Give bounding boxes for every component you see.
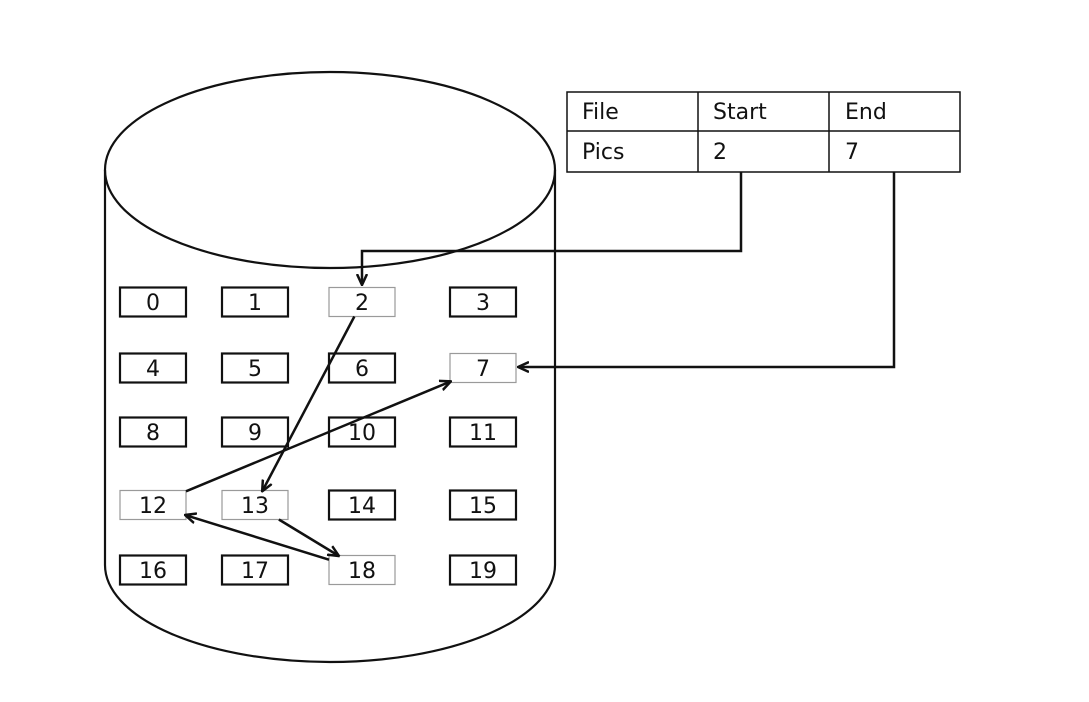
- disk-block-3: 3: [448, 286, 518, 318]
- disk-block-label: 12: [139, 494, 167, 519]
- disk-block-4: 4: [118, 352, 188, 384]
- disk-block-box: [448, 489, 518, 521]
- table-pointers: [362, 172, 896, 367]
- disk-block-label: 9: [248, 421, 262, 446]
- block-chain-arrows: [185, 315, 450, 561]
- disk-block-box: [448, 416, 518, 448]
- table-cell-file: Pics: [582, 140, 624, 165]
- disk-block-18: 18: [328, 554, 396, 586]
- disk-block-box: [220, 352, 290, 384]
- disk-block-box: [118, 286, 188, 318]
- disk-block-1: 1: [220, 286, 290, 318]
- end-pointer-arrow: [519, 172, 896, 367]
- chain-arrow-12-to-7: [185, 382, 450, 493]
- disk-block-14: 14: [327, 489, 397, 521]
- disk-block-label: 8: [146, 421, 160, 446]
- disk-block-label: 0: [146, 291, 160, 316]
- disk-block-2: 2: [328, 286, 396, 318]
- chain-arrow-2-to-13: [263, 315, 356, 491]
- table-header-file: File: [582, 100, 619, 125]
- disk-block-box: [448, 286, 518, 318]
- disk-block-11: 11: [448, 416, 518, 448]
- disk-block-label: 13: [241, 494, 269, 519]
- disk-cylinder: [103, 70, 557, 664]
- disk-block-box: [118, 352, 188, 384]
- directory-table: File Start End Pics 2 7: [566, 91, 961, 173]
- table-header-start: Start: [713, 100, 767, 125]
- disk-block-label: 7: [476, 357, 490, 382]
- disk-block-box: [328, 286, 396, 318]
- disk-block-10: 10: [327, 416, 397, 448]
- disk-block-label: 19: [469, 559, 497, 584]
- disk-block-box: [327, 489, 397, 521]
- disk-block-15: 15: [448, 489, 518, 521]
- disk-block-box: [449, 352, 517, 384]
- table-cell-start: 2: [713, 140, 727, 165]
- disk-block-0: 0: [118, 286, 188, 318]
- disk-block-label: 18: [348, 559, 376, 584]
- disk-block-box: [448, 554, 518, 586]
- disk-block-box: [220, 416, 290, 448]
- disk-block-label: 6: [355, 357, 369, 382]
- disk-block-19: 19: [448, 554, 518, 586]
- chain-arrow-18-to-12: [186, 515, 330, 561]
- disk-block-label: 17: [241, 559, 269, 584]
- disk-block-label: 16: [139, 559, 167, 584]
- table-cell-end: 7: [845, 140, 859, 165]
- disk-block-label: 4: [146, 357, 160, 382]
- start-pointer-arrow: [362, 172, 743, 284]
- disk-block-8: 8: [118, 416, 188, 448]
- disk-block-box: [118, 416, 188, 448]
- disk-block-12: 12: [119, 489, 187, 521]
- disk-block-box: [220, 286, 290, 318]
- disk-block-label: 1: [248, 291, 262, 316]
- disk-block-label: 5: [248, 357, 262, 382]
- chain-arrow-13-to-18: [278, 518, 338, 556]
- disk-block-label: 11: [469, 421, 497, 446]
- disk-block-box: [119, 489, 187, 521]
- disk-block-5: 5: [220, 352, 290, 384]
- disk-block-box: [328, 554, 396, 586]
- disk-top: [103, 70, 557, 270]
- disk-block-16: 16: [118, 554, 188, 586]
- disk-body: [103, 170, 557, 664]
- disk-block-label: 2: [355, 291, 369, 316]
- disk-block-6: 6: [327, 352, 397, 384]
- disk-block-box: [220, 554, 290, 586]
- disk-block-label: 10: [348, 421, 376, 446]
- disk-block-13: 13: [221, 489, 289, 521]
- disk-block-7: 7: [449, 352, 517, 384]
- disk-block-box: [221, 489, 289, 521]
- disk-block-label: 15: [469, 494, 497, 519]
- table-header-end: End: [845, 100, 887, 125]
- disk-block-box: [327, 352, 397, 384]
- disk-block-label: 3: [476, 291, 490, 316]
- disk-block-label: 14: [348, 494, 376, 519]
- table-frame: [566, 91, 961, 173]
- disk-block-9: 9: [220, 416, 290, 448]
- disk-block-box: [118, 554, 188, 586]
- disk-block-17: 17: [220, 554, 290, 586]
